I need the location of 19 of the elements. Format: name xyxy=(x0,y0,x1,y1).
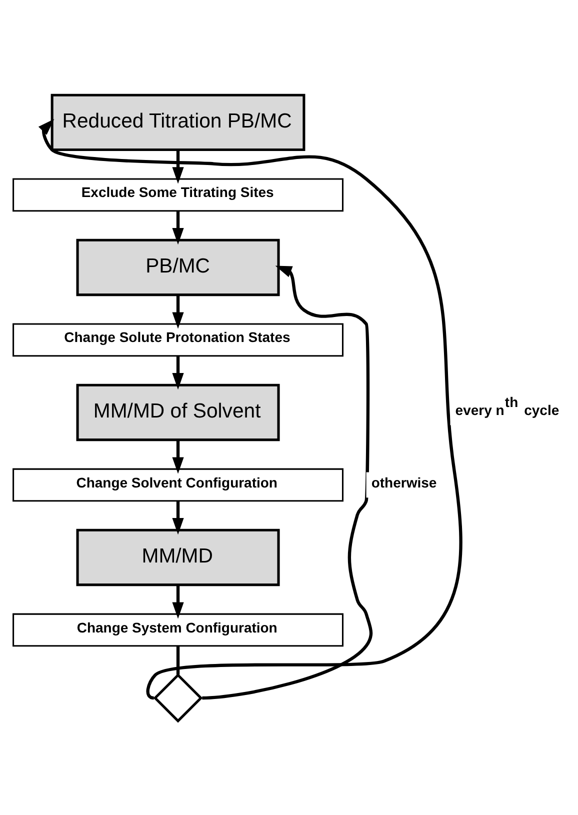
node-box: Reduced Titration PB/MC xyxy=(50,93,306,151)
node-box: Change Solute Protonation States xyxy=(12,322,344,356)
arrow xyxy=(172,356,184,390)
arrow xyxy=(172,440,184,474)
arrow xyxy=(172,294,184,328)
edge-label: otherwise xyxy=(371,474,437,490)
node-box: MM/MD of Solvent xyxy=(76,383,280,441)
node-diamond xyxy=(153,672,203,722)
arrow xyxy=(38,118,462,698)
arrow xyxy=(172,584,184,618)
node-box: Change System Configuration xyxy=(12,612,344,646)
node-box: PB/MC xyxy=(76,238,280,296)
arrow xyxy=(172,150,184,184)
arrow xyxy=(172,210,184,244)
node-box: Change Solvent Configuration xyxy=(12,468,344,502)
arrow xyxy=(172,500,184,534)
arrow xyxy=(202,265,373,700)
node-box: MM/MD xyxy=(76,528,280,586)
node-box: Exclude Some Titrating Sites xyxy=(12,178,344,212)
